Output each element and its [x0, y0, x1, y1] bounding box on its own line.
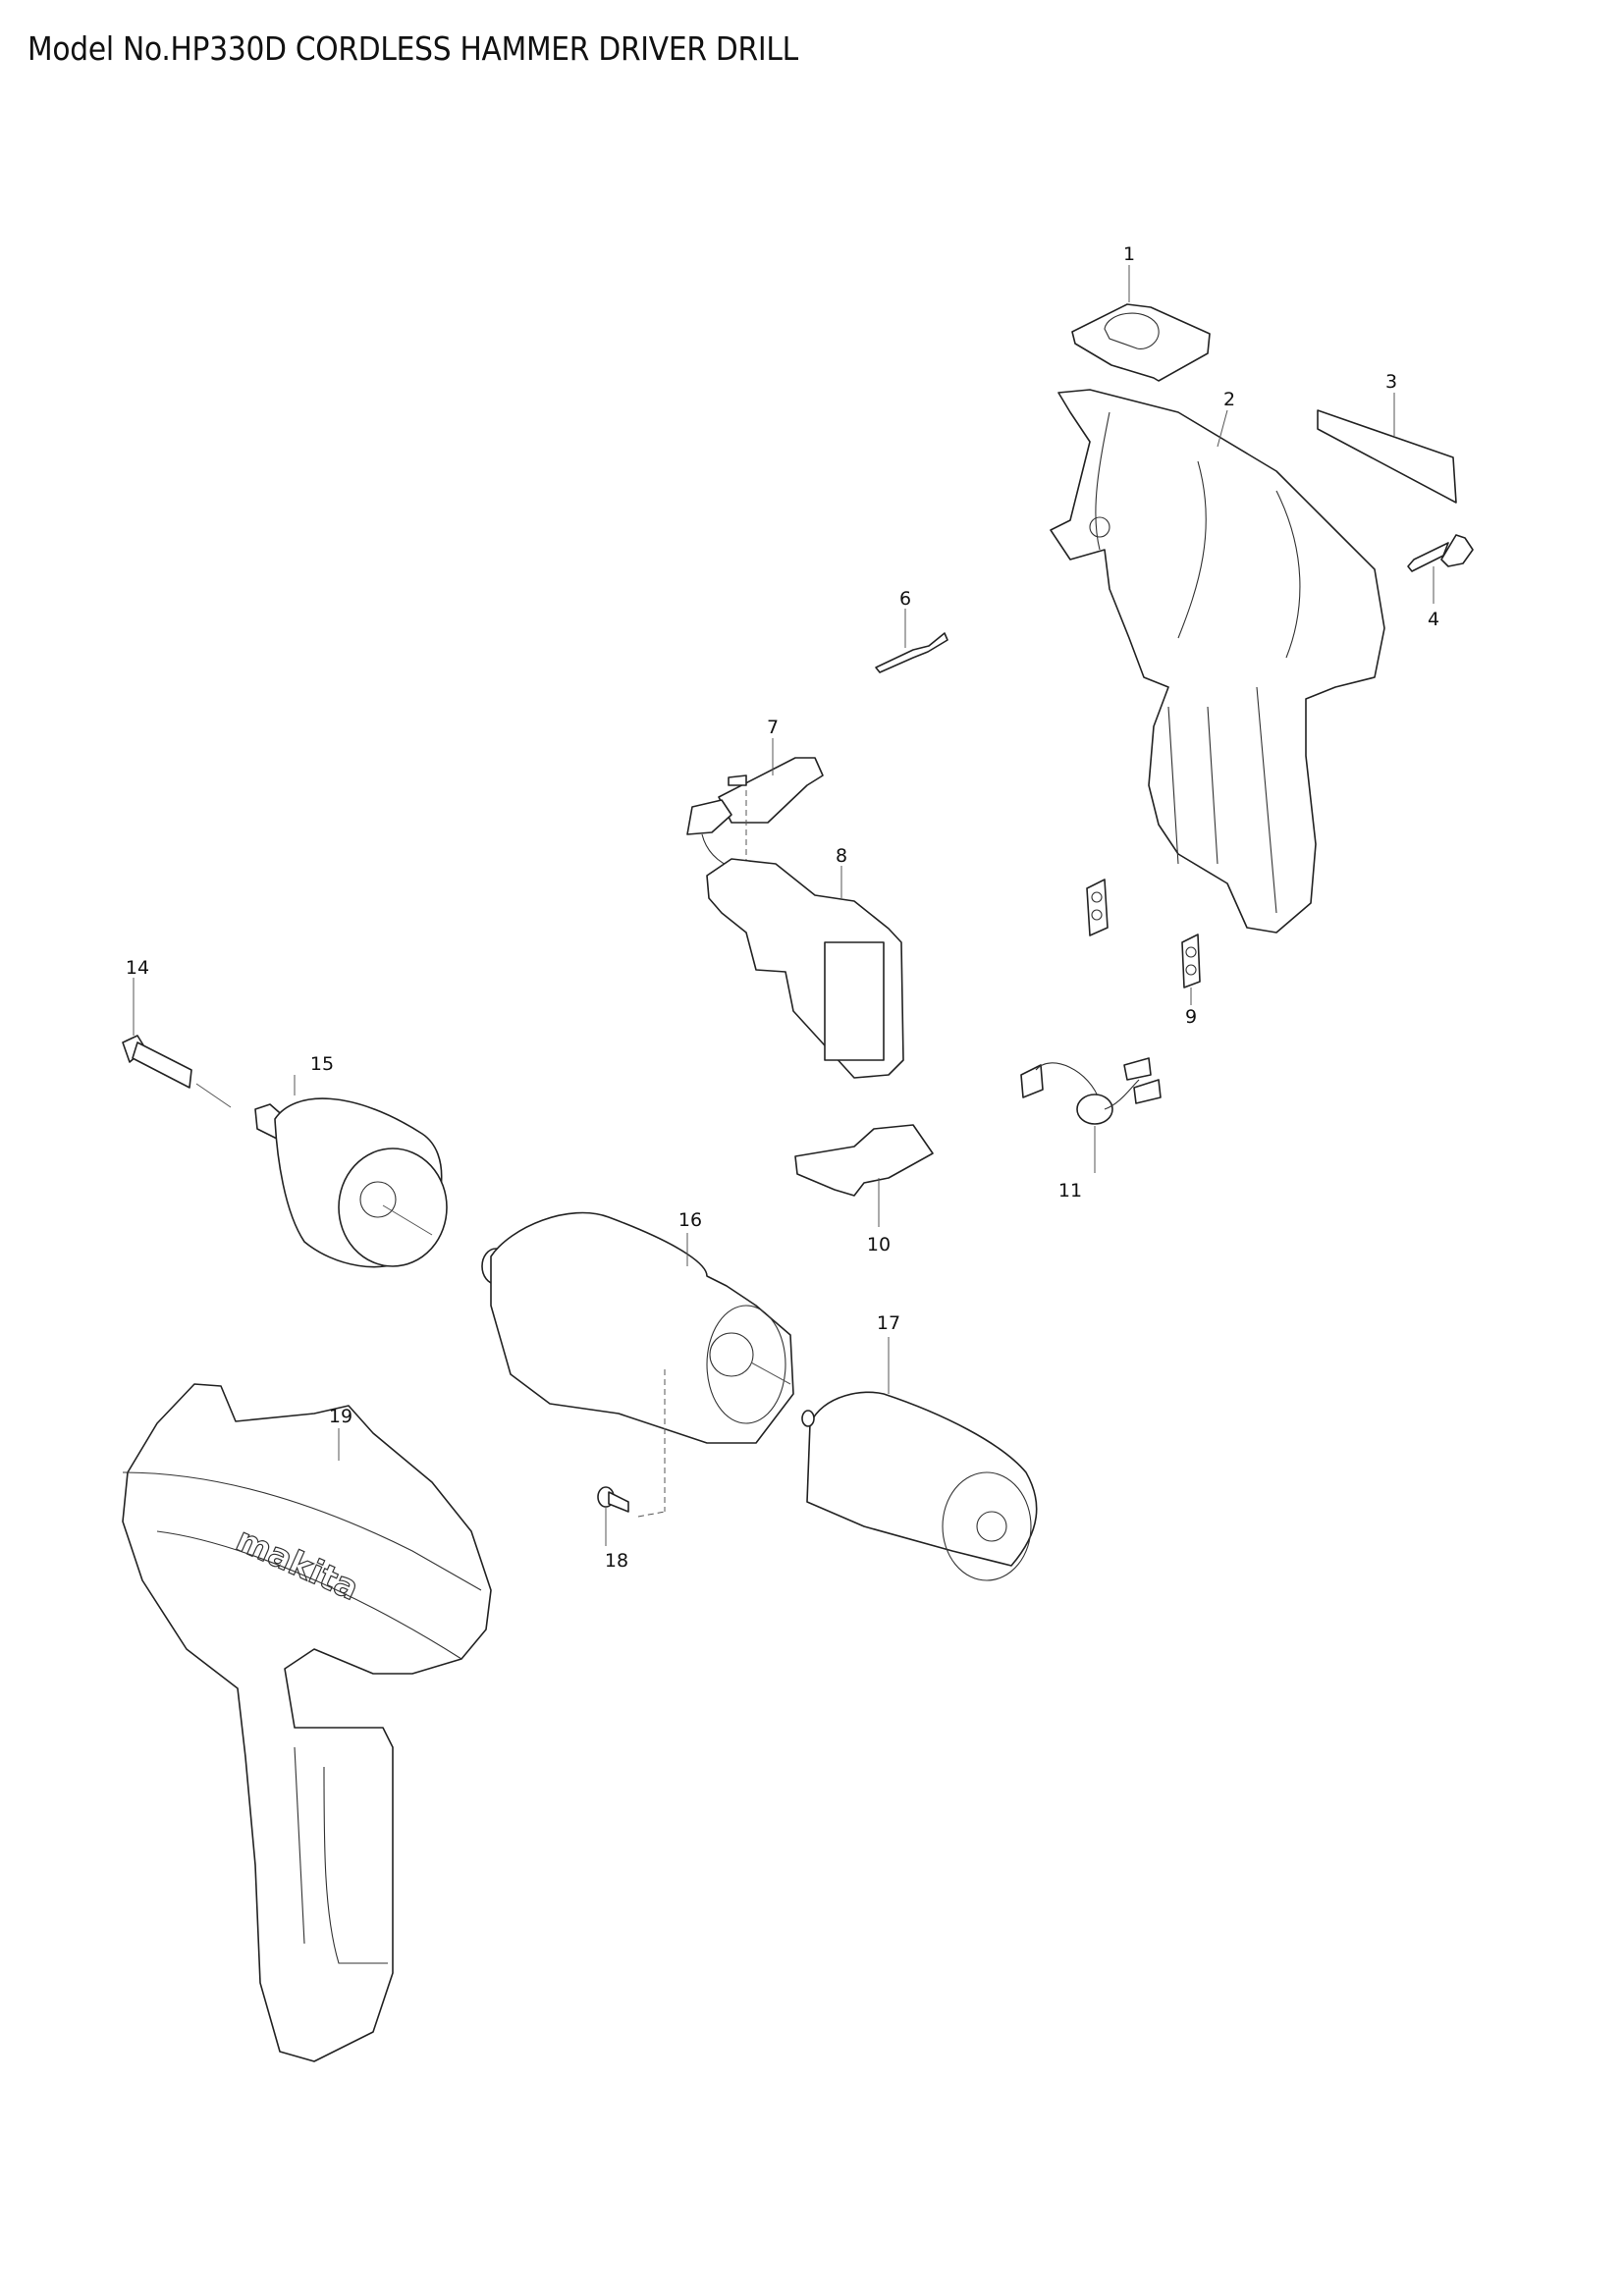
part-7-reversing-lever — [718, 738, 824, 864]
part-18-screw — [597, 1486, 666, 1546]
callout-6: 6 — [898, 588, 912, 610]
callout-9: 9 — [1184, 1006, 1198, 1028]
part-8-switch — [686, 799, 904, 1079]
callout-10: 10 — [866, 1234, 892, 1255]
part-17-dc-motor — [750, 1337, 1038, 1581]
part-19-housing-makita: makita — [122, 1383, 492, 2062]
callout-2: 2 — [1222, 389, 1236, 410]
part-14-screw — [122, 978, 232, 1108]
part-4-screw — [1407, 534, 1474, 604]
part-9-brush-plates — [1086, 879, 1201, 1005]
callout-15: 15 — [309, 1053, 335, 1075]
part-10-terminal-holder — [794, 1124, 934, 1227]
part-6-spring — [875, 609, 948, 673]
callout-1: 1 — [1122, 243, 1136, 265]
page-title: Model No.HP330D CORDLESS HAMMER DRIVER D… — [27, 29, 798, 68]
part-2-housing-right — [1050, 389, 1385, 934]
callout-8: 8 — [835, 845, 848, 867]
callout-14: 14 — [125, 957, 150, 979]
part-16-gear-assembly — [481, 1211, 794, 1512]
callout-19: 19 — [328, 1406, 353, 1427]
callout-11: 11 — [1057, 1180, 1083, 1201]
callout-16: 16 — [677, 1209, 703, 1231]
callout-7: 7 — [766, 717, 780, 738]
part-3-name-plate — [1317, 393, 1457, 504]
callout-3: 3 — [1384, 371, 1398, 393]
part-1-switch-cover — [1071, 265, 1211, 382]
callout-18: 18 — [604, 1550, 629, 1572]
callout-4: 4 — [1427, 609, 1440, 630]
part-15-drill-chuck — [254, 1075, 448, 1268]
callout-17: 17 — [876, 1312, 901, 1334]
part-11-lead-wire — [1020, 1057, 1162, 1173]
